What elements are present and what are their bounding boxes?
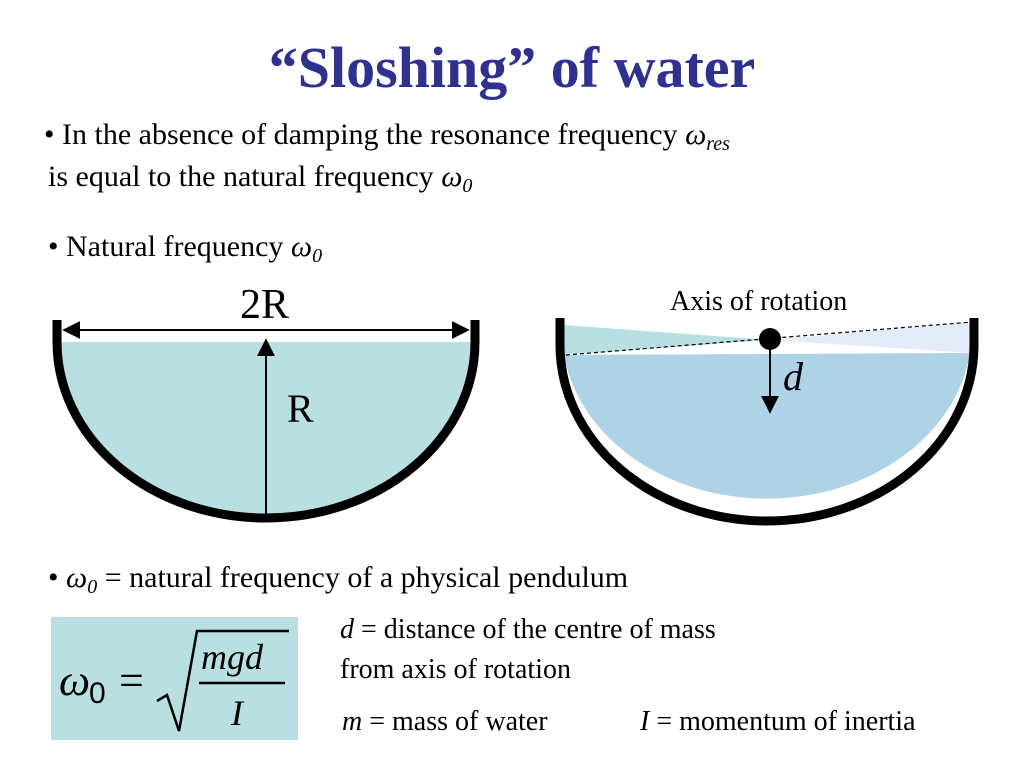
bullet-natural-frequency-text: • Natural frequency xyxy=(48,230,291,263)
m-description: m = mass of water xyxy=(342,704,548,740)
bullet-marker: • xyxy=(48,561,67,594)
bullet-pendulum-text: natural frequency of a physical pendulum xyxy=(129,561,629,594)
i-variable: I xyxy=(640,706,650,737)
left-bowl xyxy=(52,320,480,523)
bullet-pendulum: • ω0 = natural frequency of a physical p… xyxy=(48,558,628,607)
omega-subscript: 0 xyxy=(312,245,323,267)
i-description: I = momentum of inertia xyxy=(640,704,916,740)
omega-symbol: ω xyxy=(685,118,707,151)
omega-symbol: ω xyxy=(66,561,88,594)
d-description-line2: from axis of rotation xyxy=(340,654,571,685)
bullet-natural-frequency: • Natural frequency ω0 xyxy=(48,227,322,276)
right-water xyxy=(564,353,970,499)
formula-omega-sub: 0 xyxy=(89,677,106,710)
omega-subscript: 0 xyxy=(462,175,473,197)
slide-title: “Sloshing” of water xyxy=(268,35,756,100)
right-water-right-wedge xyxy=(770,322,972,353)
m-description-text: = mass of water xyxy=(362,706,548,737)
axis-point xyxy=(759,328,781,350)
bullet-resonance-text: • In the absence of damping the resonanc… xyxy=(44,118,686,151)
axis-label: Axis of rotation xyxy=(670,286,847,317)
formula: ω 0 = mgd I xyxy=(59,629,289,733)
bullet-resonance-text2: is equal to the natural frequency xyxy=(48,160,442,193)
omega-symbol: ω xyxy=(290,230,313,263)
m-variable: m xyxy=(342,706,363,737)
omega-subscript: res xyxy=(706,133,730,155)
formula-numerator: mgd xyxy=(201,637,264,677)
bullet-resonance-line2: is equal to the natural frequency ω0 xyxy=(48,157,472,206)
d-variable: d xyxy=(340,614,354,645)
d-description: d = distance of the centre of mass xyxy=(340,612,716,648)
right-bowl xyxy=(555,318,979,526)
i-description-text: = momentum of inertia xyxy=(649,706,916,737)
formula-box: ω 0 = mgd I xyxy=(51,617,298,740)
radius-label: R xyxy=(287,386,314,431)
sqrt-sign xyxy=(156,629,289,732)
d-label: d xyxy=(783,354,804,399)
formula-denominator: I xyxy=(230,693,245,733)
width-label: 2R xyxy=(240,282,289,328)
d-description-text: = distance of the centre of mass xyxy=(354,614,716,645)
omega-subscript: 0 xyxy=(87,576,98,598)
formula-equals: = xyxy=(119,656,144,705)
equals-sign: = xyxy=(97,561,130,594)
bullet-resonance: • In the absence of damping the resonanc… xyxy=(44,115,730,164)
omega-symbol: ω xyxy=(441,160,463,193)
formula-omega: ω xyxy=(59,656,90,705)
right-water-left-wedge xyxy=(563,325,770,355)
